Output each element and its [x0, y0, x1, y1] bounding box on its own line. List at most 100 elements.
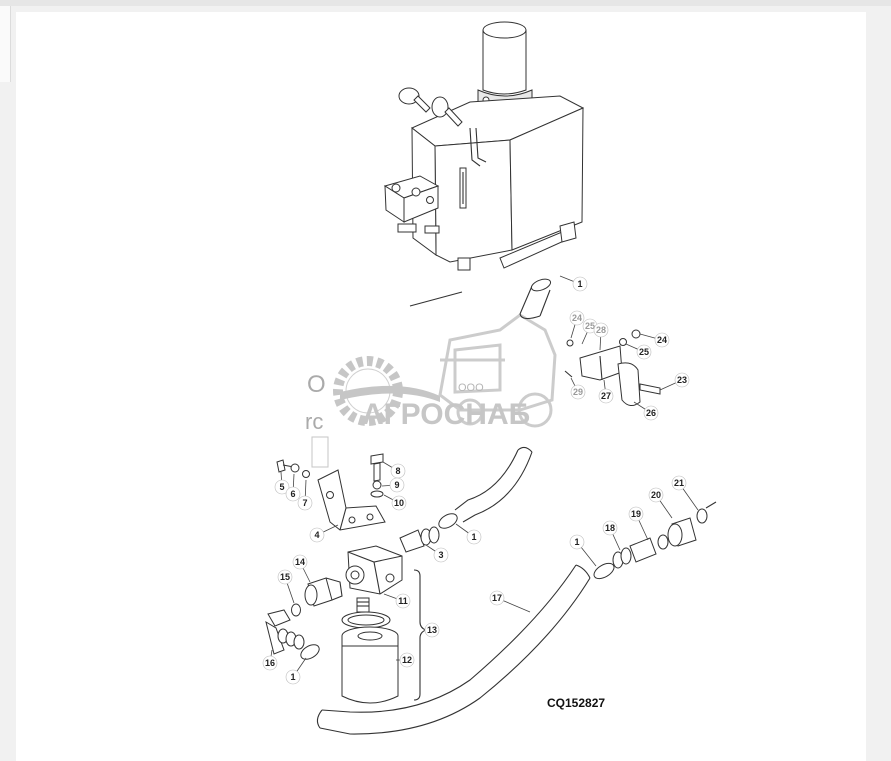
- callout-c1c: 1: [569, 534, 597, 567]
- filter-assembly: [341, 545, 428, 704]
- callout-number: 24: [572, 313, 582, 323]
- callout-c7: 7: [297, 479, 313, 511]
- callout-circle: [309, 527, 325, 543]
- callout-number: 3: [438, 550, 443, 560]
- callout-number: 28: [596, 325, 606, 335]
- callout-number: 5: [279, 482, 284, 492]
- watermark-brand: АГРОСНАБ: [362, 398, 530, 431]
- gear-logo: [333, 356, 440, 426]
- callout-circle: [395, 593, 411, 609]
- callout-circle: [262, 655, 278, 671]
- callout-number: 12: [402, 655, 412, 665]
- callout-circle: [570, 384, 586, 400]
- hose-upper: [454, 278, 552, 523]
- callout-circle: [292, 554, 308, 570]
- callout-c29: 29: [570, 377, 586, 400]
- callout-circle: [593, 322, 609, 338]
- callout-c1a: 1: [559, 275, 588, 292]
- callout-number: 7: [302, 498, 307, 508]
- callout-c24b: 24: [639, 332, 670, 348]
- callout-number: 13: [427, 625, 437, 635]
- left-fittings: [265, 577, 343, 660]
- hose-17: [316, 564, 591, 735]
- right-fittings: [593, 501, 717, 580]
- callout-circle: [671, 475, 687, 491]
- callout-c4: 4: [309, 524, 339, 543]
- diagram-card: ООО АГРОСНАБ О rc: [16, 12, 866, 761]
- callout-c16: 16: [262, 649, 278, 671]
- callout-circle: [277, 569, 293, 585]
- callout-number: 10: [394, 498, 404, 508]
- callout-circle: [391, 495, 407, 511]
- callout-circle: [643, 405, 659, 421]
- callout-circle: [285, 486, 301, 502]
- watermark-prefix: ООО: [458, 382, 484, 394]
- callout-circle: [489, 590, 505, 606]
- callout-number: 8: [395, 466, 400, 476]
- callout-c12: 12: [396, 652, 415, 668]
- callout-number: 1: [577, 279, 582, 289]
- callout-c21: 21: [671, 475, 699, 511]
- clip-bracket: [564, 329, 661, 406]
- callout-c20: 20: [648, 487, 673, 519]
- callout-circle: [399, 652, 415, 668]
- callout-number: 27: [601, 391, 611, 401]
- callout-c25b: 25: [625, 343, 652, 360]
- bracket-group: [276, 453, 386, 531]
- callout-number: 21: [674, 478, 684, 488]
- callout-number: 6: [290, 489, 295, 499]
- callout-c10: 10: [383, 494, 407, 511]
- callout-number: 1: [290, 672, 295, 682]
- side-panel: [0, 6, 11, 82]
- callout-circle: [569, 310, 585, 326]
- ghost-text: rc: [305, 409, 323, 434]
- callout-circle: [569, 534, 585, 550]
- callout-number: 23: [677, 375, 687, 385]
- callout-number: 18: [605, 523, 615, 533]
- callout-c13: 13: [424, 622, 440, 638]
- callout-number: 14: [295, 557, 305, 567]
- callout-circle: [602, 520, 618, 536]
- callout-number: 29: [573, 387, 583, 397]
- callout-number: 11: [398, 596, 408, 606]
- harvester-logo: [438, 313, 557, 428]
- callout-c14: 14: [292, 554, 311, 583]
- callout-c25a: 25: [581, 318, 598, 345]
- callout-number: 19: [631, 509, 641, 519]
- callout-circle: [466, 529, 482, 545]
- callout-c26: 26: [633, 401, 659, 421]
- callout-circle: [285, 669, 301, 685]
- callout-c9: 9: [381, 477, 405, 493]
- callout-circle: [598, 388, 614, 404]
- callout-number: 1: [471, 532, 476, 542]
- callout-number: 26: [646, 408, 656, 418]
- callout-c5: 5: [274, 471, 290, 495]
- callout-number: 20: [651, 490, 661, 500]
- callout-number: 25: [585, 321, 595, 331]
- center-fitting: [399, 513, 458, 553]
- callout-number: 16: [265, 658, 275, 668]
- hydraulic-tank: [383, 21, 585, 307]
- callout-c3: 3: [425, 544, 449, 563]
- callout-c17: 17: [489, 590, 531, 613]
- callout-c19: 19: [628, 506, 649, 541]
- callout-circle: [648, 487, 664, 503]
- callout-circle: [389, 477, 405, 493]
- callout-circle: [572, 276, 588, 292]
- callout-circle: [654, 332, 670, 348]
- ghost-text: О: [307, 371, 326, 398]
- callout-number: 25: [639, 347, 649, 357]
- callout-circle: [297, 495, 313, 511]
- callout-circle: [628, 506, 644, 522]
- callout-c1d: 1: [285, 657, 307, 685]
- watermark: ООО АГРОСНАБ О rc: [305, 313, 557, 468]
- callout-number: 15: [280, 572, 290, 582]
- callout-circle: [424, 622, 440, 638]
- callout-c8: 8: [382, 461, 406, 479]
- callout-number: 17: [492, 593, 502, 603]
- callout-number: 1: [574, 537, 579, 547]
- callout-circle: [274, 479, 290, 495]
- callout-number: 4: [314, 530, 319, 540]
- callout-circle: [636, 344, 652, 360]
